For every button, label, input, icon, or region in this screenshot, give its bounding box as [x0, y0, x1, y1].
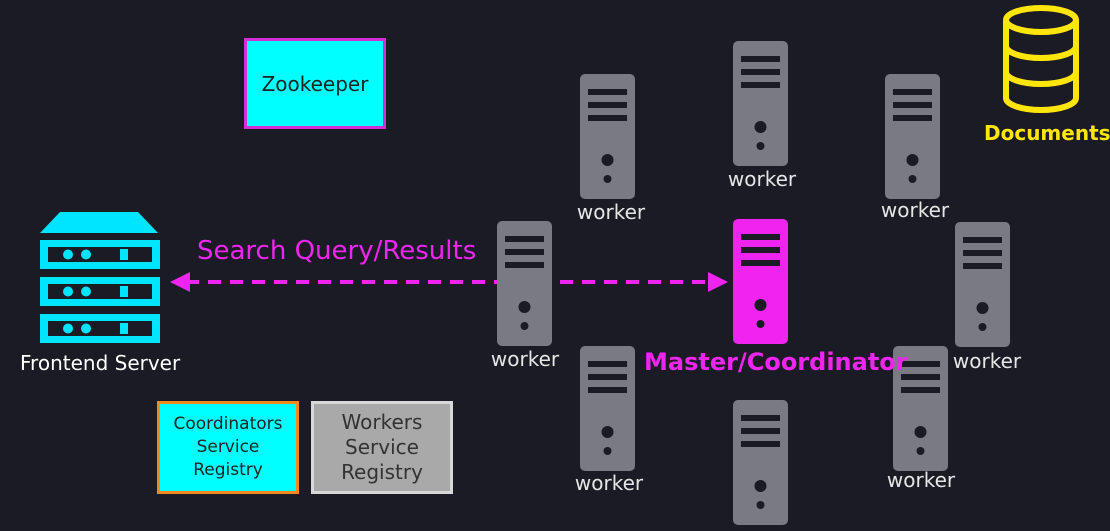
workers-registry-line3: Registry [341, 460, 423, 484]
workers-registry-box: Workers Service Registry [311, 401, 453, 494]
database-icon [1003, 5, 1079, 113]
zookeeper-box: Zookeeper [244, 38, 386, 129]
worker-server-icon [955, 222, 1010, 347]
worker-label: worker [574, 471, 644, 495]
worker-label: worker [576, 200, 646, 224]
worker-label: worker [952, 349, 1022, 373]
workers-registry-line2: Service [345, 435, 419, 459]
search-query-arrow [170, 272, 728, 292]
worker-server-icon [580, 74, 635, 199]
worker-server-icon [885, 74, 940, 199]
coordinators-registry-line2: Service [196, 437, 260, 457]
frontend-server-icon [40, 212, 160, 343]
worker-label: worker [886, 468, 956, 492]
coordinators-registry-line1: Coordinators [173, 414, 283, 434]
worker-label: worker [727, 167, 797, 191]
worker-server-icon [497, 221, 552, 346]
worker-label: worker [490, 347, 560, 371]
coordinators-registry-box: Coordinators Service Registry [157, 401, 299, 494]
worker-server-icon [580, 346, 635, 471]
coordinators-registry-line3: Registry [193, 460, 263, 480]
workers-registry-line1: Workers [341, 410, 423, 434]
zookeeper-label: Zookeeper [261, 71, 369, 96]
worker-server-icon [733, 41, 788, 166]
worker-label: worker [880, 198, 950, 222]
search-query-label: Search Query/Results [197, 236, 477, 266]
frontend-server-label: Frontend Server [20, 351, 181, 375]
master-server-icon [733, 219, 788, 344]
documents-label: Documents [984, 121, 1110, 145]
worker-server-icon [733, 400, 788, 525]
master-coordinator-label: Master/Coordinator [644, 348, 908, 376]
